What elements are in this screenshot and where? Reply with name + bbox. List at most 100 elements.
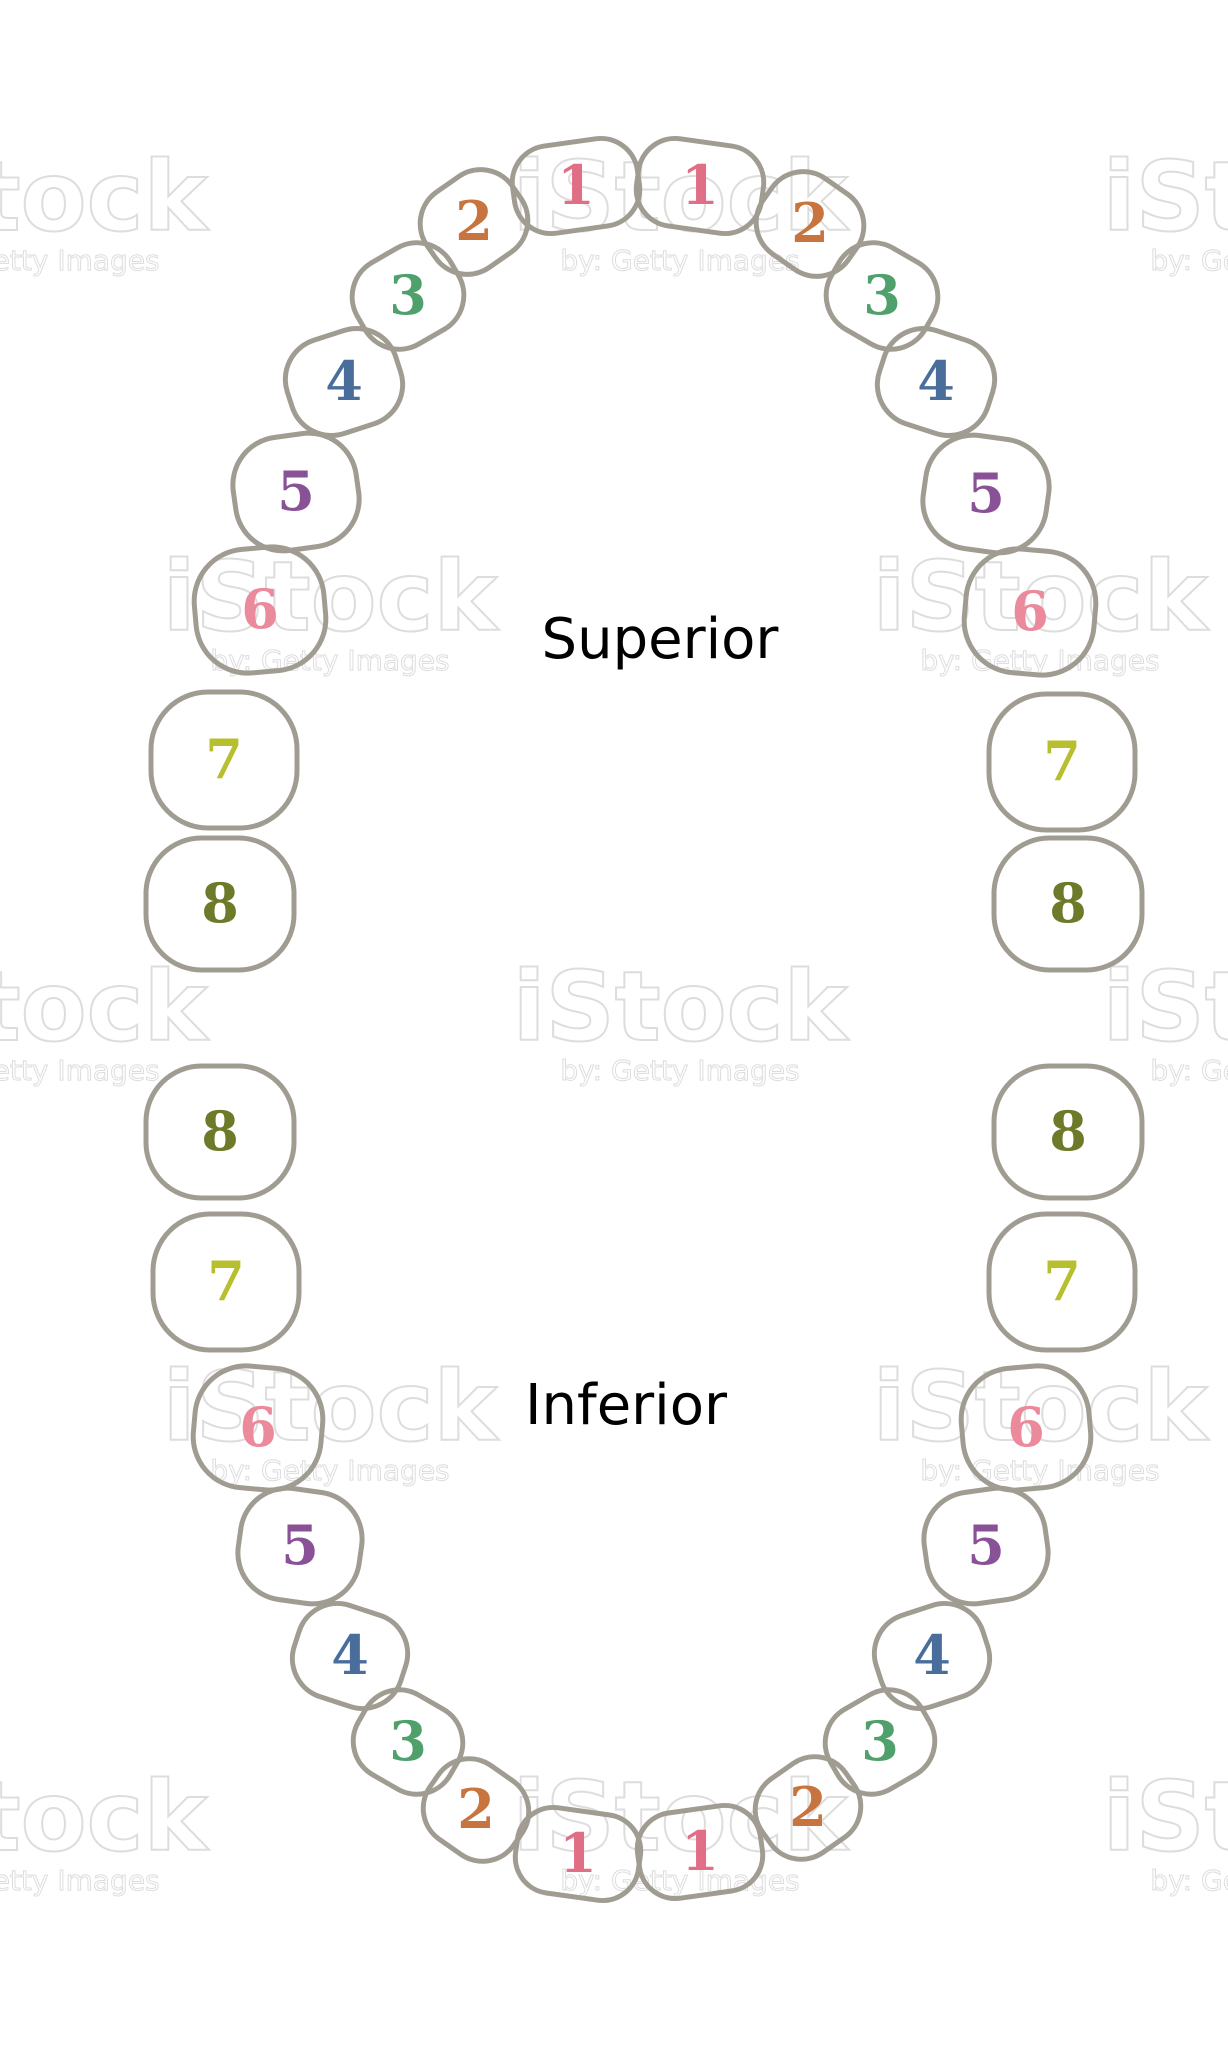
tooth-number: 3	[861, 1709, 899, 1773]
watermark-brand: iStock	[873, 1351, 1210, 1463]
lower-tooth-left-8: 8	[143, 1063, 297, 1201]
tooth-number: 2	[455, 189, 493, 253]
tooth-number: 6	[241, 577, 279, 641]
upper-tooth-right-1: 1	[633, 135, 767, 237]
tooth-number: 3	[863, 263, 901, 327]
upper-jaw-label: Superior	[542, 607, 780, 672]
watermark-brand: iStock	[163, 1351, 500, 1463]
tooth-outline	[143, 835, 297, 973]
lower-tooth-left-7: 7	[150, 1211, 302, 1353]
tooth-outline	[823, 240, 941, 352]
tooth-number: 6	[1011, 579, 1049, 643]
tooth-outline	[986, 1211, 1138, 1353]
tooth-outline	[991, 835, 1145, 973]
tooth-outline	[349, 240, 467, 352]
tooth-outline	[921, 1485, 1051, 1607]
tooth-number: 5	[281, 1513, 319, 1577]
upper-tooth-right-5: 5	[920, 432, 1052, 556]
watermark-credit: by: Getty Images	[0, 244, 160, 277]
tooth-outline	[289, 1601, 411, 1711]
upper-tooth-left-7: 7	[148, 689, 300, 831]
tooth-number: 6	[239, 1395, 277, 1459]
lower-tooth-right-6: 6	[958, 1363, 1094, 1493]
tooth-outline	[148, 689, 300, 831]
tooth-number: 1	[681, 1819, 719, 1883]
watermark-brand: iStock	[513, 141, 850, 253]
tooth-outline	[143, 1063, 297, 1201]
lower-tooth-right-5: 5	[921, 1485, 1051, 1607]
lower-tooth-right-8: 8	[991, 1063, 1145, 1201]
lower-tooth-left-2: 2	[420, 1756, 532, 1864]
watermark-credit: by: Getty Images	[210, 1454, 449, 1487]
tooth-outline	[920, 432, 1052, 556]
tooth-outline	[752, 1754, 864, 1862]
tooth-outline	[634, 1802, 766, 1902]
tooth-outline	[986, 691, 1138, 833]
lower-tooth-left-5: 5	[235, 1485, 365, 1607]
tooth-number: 5	[967, 1513, 1005, 1577]
tooth-outline	[230, 430, 362, 554]
lower-tooth-right-4: 4	[871, 1601, 993, 1711]
tooth-number: 1	[557, 153, 595, 217]
watermark-credit: by: Getty Images	[920, 1454, 1159, 1487]
tooth-number: 7	[1043, 729, 1081, 793]
tooth-number: 8	[1049, 871, 1087, 935]
tooth-number: 6	[1007, 1395, 1045, 1459]
watermark-credit: by: Getty Images	[1150, 244, 1228, 277]
upper-tooth-right-6: 6	[961, 546, 1099, 678]
watermark-brand: iStock	[1103, 951, 1228, 1063]
watermark-brand: iStock	[0, 141, 209, 253]
tooth-number: 7	[1043, 1249, 1081, 1313]
tooth-outline	[350, 1687, 466, 1797]
upper-tooth-right-2: 2	[753, 169, 867, 279]
upper-tooth-right-4: 4	[874, 325, 998, 439]
tooth-number: 8	[201, 871, 239, 935]
upper-tooth-left-4: 4	[282, 325, 406, 439]
tooth-outline	[417, 167, 531, 277]
lower-tooth-right-2: 2	[752, 1754, 864, 1862]
watermark-brand: iStock	[513, 1761, 850, 1873]
tooth-outline	[874, 325, 998, 439]
watermark-credit: by: Getty Images	[1150, 1864, 1228, 1897]
tooth-number: 2	[789, 1775, 827, 1839]
lower-tooth-right-7: 7	[986, 1211, 1138, 1353]
lower-tooth-right-1: 1	[634, 1802, 766, 1902]
tooth-outline	[871, 1601, 993, 1711]
lower-tooth-left-4: 4	[289, 1601, 411, 1711]
tooth-number: 1	[681, 153, 719, 217]
watermark-brand: iStock	[1103, 1761, 1228, 1873]
tooth-number: 5	[967, 461, 1005, 525]
upper-tooth-left-3: 3	[349, 240, 467, 352]
upper-tooth-right-7: 7	[986, 691, 1138, 833]
tooth-outline	[822, 1687, 938, 1797]
lower-jaw-label: Inferior	[525, 1373, 728, 1438]
tooth-outline	[282, 325, 406, 439]
watermark-credit: by: Getty Images	[920, 644, 1159, 677]
tooth-outline	[961, 546, 1099, 678]
tooth-number: 4	[913, 1623, 951, 1687]
tooth-outline	[150, 1211, 302, 1353]
tooth-number: 2	[457, 1777, 495, 1841]
tooth-number: 5	[277, 459, 315, 523]
tooth-number: 4	[331, 1623, 369, 1687]
tooth-number: 2	[791, 191, 829, 255]
watermark-brand: iStock	[1103, 141, 1228, 253]
lower-tooth-left-3: 3	[350, 1687, 466, 1797]
upper-tooth-right-3: 3	[823, 240, 941, 352]
upper-tooth-right-8: 8	[991, 835, 1145, 973]
upper-tooth-left-8: 8	[143, 835, 297, 973]
tooth-outline	[633, 135, 767, 237]
tooth-number: 4	[325, 349, 363, 413]
tooth-number: 4	[917, 349, 955, 413]
watermark-credit: by: Getty Images	[560, 244, 799, 277]
watermark-brand: iStock	[0, 1761, 209, 1873]
watermark-credit: by: Getty Images	[1150, 1054, 1228, 1087]
watermark-brand: iStock	[0, 951, 209, 1063]
tooth-number: 7	[207, 1249, 245, 1313]
watermark-brand: iStock	[513, 951, 850, 1063]
